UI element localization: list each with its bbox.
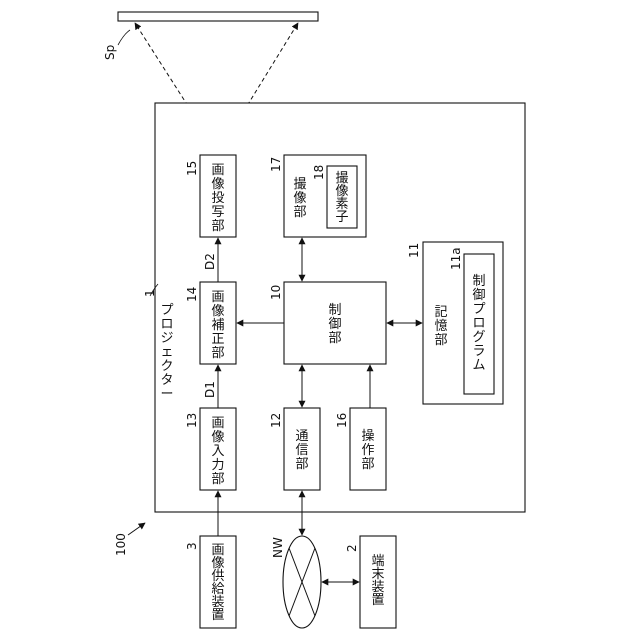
imaging-element-label: 撮像素子 <box>335 170 348 225</box>
system-ref-leader <box>128 523 145 535</box>
image-projection-label: 画像投写部 <box>211 163 224 234</box>
svg-text:画像供給装置: 画像供給装置 <box>211 543 224 623</box>
image-input-ref: 13 <box>185 413 199 428</box>
signal-d2-label: D2 <box>203 253 217 270</box>
image-correction-ref: 14 <box>185 287 199 302</box>
communication-ref: 12 <box>269 413 283 428</box>
imaging-element-ref: 18 <box>312 165 326 180</box>
storage-ref: 11 <box>407 243 421 258</box>
terminal-device-ref: 2 <box>345 544 359 552</box>
operation-ref: 16 <box>335 413 349 428</box>
svg-text:画像投写部: 画像投写部 <box>211 163 224 234</box>
image-supply-device-ref: 3 <box>185 542 199 550</box>
operation-label: 操作部 <box>361 428 374 472</box>
svg-text:制御プログラム: 制御プログラム <box>472 274 485 373</box>
svg-text:操作部: 操作部 <box>361 428 374 472</box>
control-ref: 10 <box>269 285 283 300</box>
network-label: NW <box>271 537 285 558</box>
control-program-ref: 11a <box>449 247 463 270</box>
screen-leader <box>118 30 130 45</box>
svg-text:通信部: 通信部 <box>295 429 308 472</box>
svg-text:プロジェクター: プロジェクター <box>160 303 173 402</box>
terminal-device-label: 端末装置 <box>371 554 384 608</box>
imaging-label: 撮像部 <box>293 176 306 220</box>
communication-label: 通信部 <box>295 429 308 472</box>
image-supply-device-label: 画像供給装置 <box>211 543 224 623</box>
storage-label: 記憶部 <box>434 305 447 348</box>
image-projection-ref: 15 <box>185 161 199 176</box>
image-correction-label: 画像補正部 <box>211 290 224 361</box>
svg-text:画像入力部: 画像入力部 <box>211 416 224 487</box>
svg-text:記憶部: 記憶部 <box>434 305 447 348</box>
svg-text:撮像部: 撮像部 <box>293 176 306 220</box>
svg-text:画像補正部: 画像補正部 <box>211 290 224 361</box>
screen-label: Sp <box>103 45 117 60</box>
projector-label: プロジェクター <box>160 303 173 402</box>
svg-text:撮像素子: 撮像素子 <box>335 170 348 225</box>
image-input-label: 画像入力部 <box>211 416 224 487</box>
control-label: 制御部 <box>328 303 341 346</box>
imaging-ref: 17 <box>269 157 283 172</box>
svg-text:端末装置: 端末装置 <box>371 554 384 608</box>
signal-d1-label: D1 <box>203 381 217 398</box>
system-ref: 100 <box>114 533 128 556</box>
control-program-label: 制御プログラム <box>472 274 485 373</box>
screen <box>118 12 318 21</box>
svg-text:制御部: 制御部 <box>328 303 341 346</box>
